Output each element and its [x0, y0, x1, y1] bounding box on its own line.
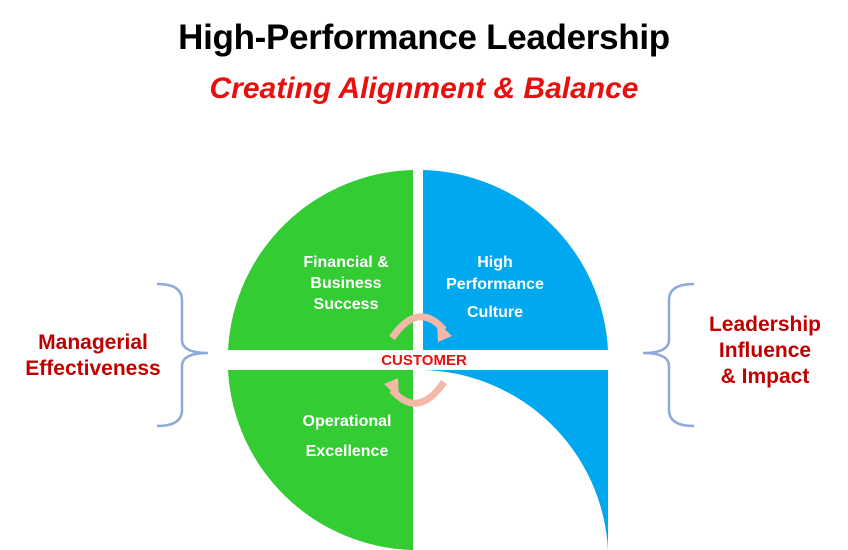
page-title: High-Performance Leadership: [178, 18, 670, 57]
customer-label: CUSTOMER: [381, 352, 467, 369]
quadrant-top-right: [423, 170, 608, 350]
cycle-arrowhead-bottom: [384, 378, 399, 398]
quadrant-bottom-left: [228, 370, 413, 550]
quadrant-top-left: [228, 170, 413, 350]
quadrant-label-people: Leading People: [462, 414, 524, 452]
quadrant-label-financial: Financial & Business Success: [303, 254, 389, 313]
leadership-influence-label: Leadership Influence & Impact: [708, 313, 822, 388]
quadrant-label-operational: Operational Excellence: [302, 413, 392, 460]
quadrant-label-culture: High Performance Culture: [446, 254, 544, 321]
right-bracket: [642, 282, 695, 428]
quadrant-bottom-right: [423, 370, 608, 550]
page-subtitle: Creating Alignment & Balance: [209, 72, 639, 105]
cycle-arrowhead-top: [437, 322, 452, 342]
managerial-effectiveness-label: Managerial Effectiveness: [25, 331, 161, 380]
left-bracket: [156, 282, 209, 428]
